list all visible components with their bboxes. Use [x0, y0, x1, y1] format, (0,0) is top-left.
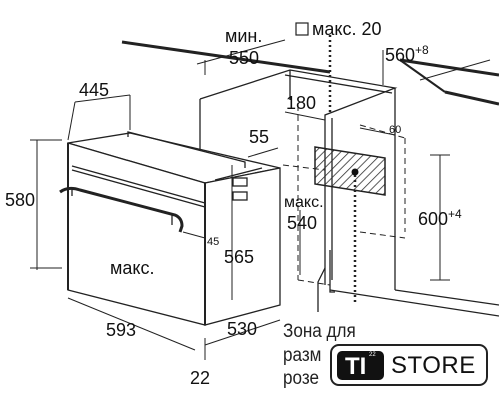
square-symbol	[295, 22, 309, 36]
store-logo-text: STORE	[391, 352, 476, 379]
dim-565: 565	[224, 247, 255, 267]
min-label: мин.	[225, 26, 263, 46]
store-logo-mark: TI 22	[337, 351, 384, 380]
min-value: 550	[229, 48, 260, 68]
zone-line-3: розе	[283, 368, 319, 389]
socket-point	[351, 168, 359, 176]
dim-180: 180	[286, 93, 317, 113]
max20-label: макс. 20	[312, 19, 382, 39]
countertop	[121, 40, 499, 106]
logo-mark-letters: TI	[345, 353, 367, 380]
dim-60: 60	[389, 124, 402, 136]
oven	[59, 131, 281, 326]
cabinet-niche	[199, 69, 499, 317]
dim-45: 45	[207, 236, 220, 248]
dim-580: 580	[5, 190, 36, 210]
logo-mark-number: 22	[369, 352, 376, 358]
zone-line-2: разм	[283, 345, 322, 366]
dim-593: 593	[106, 320, 137, 340]
zone-line-1: Зона для	[283, 321, 356, 342]
dim-55: 55	[249, 127, 270, 147]
dimension-lines	[30, 39, 491, 360]
max540-label: макс.	[284, 194, 324, 211]
max540-value: 540	[287, 213, 318, 233]
dim-22: 22	[190, 368, 211, 388]
dim-530: 530	[227, 319, 258, 339]
store-logo-badge: TI 22 STORE	[330, 344, 488, 386]
dim-560: 560+8	[385, 43, 429, 65]
dim-600: 600+4	[418, 207, 462, 229]
socket-zone-hatched	[314, 146, 386, 196]
dim-445: 445	[79, 80, 110, 100]
max-front-label: макс.	[110, 258, 155, 278]
